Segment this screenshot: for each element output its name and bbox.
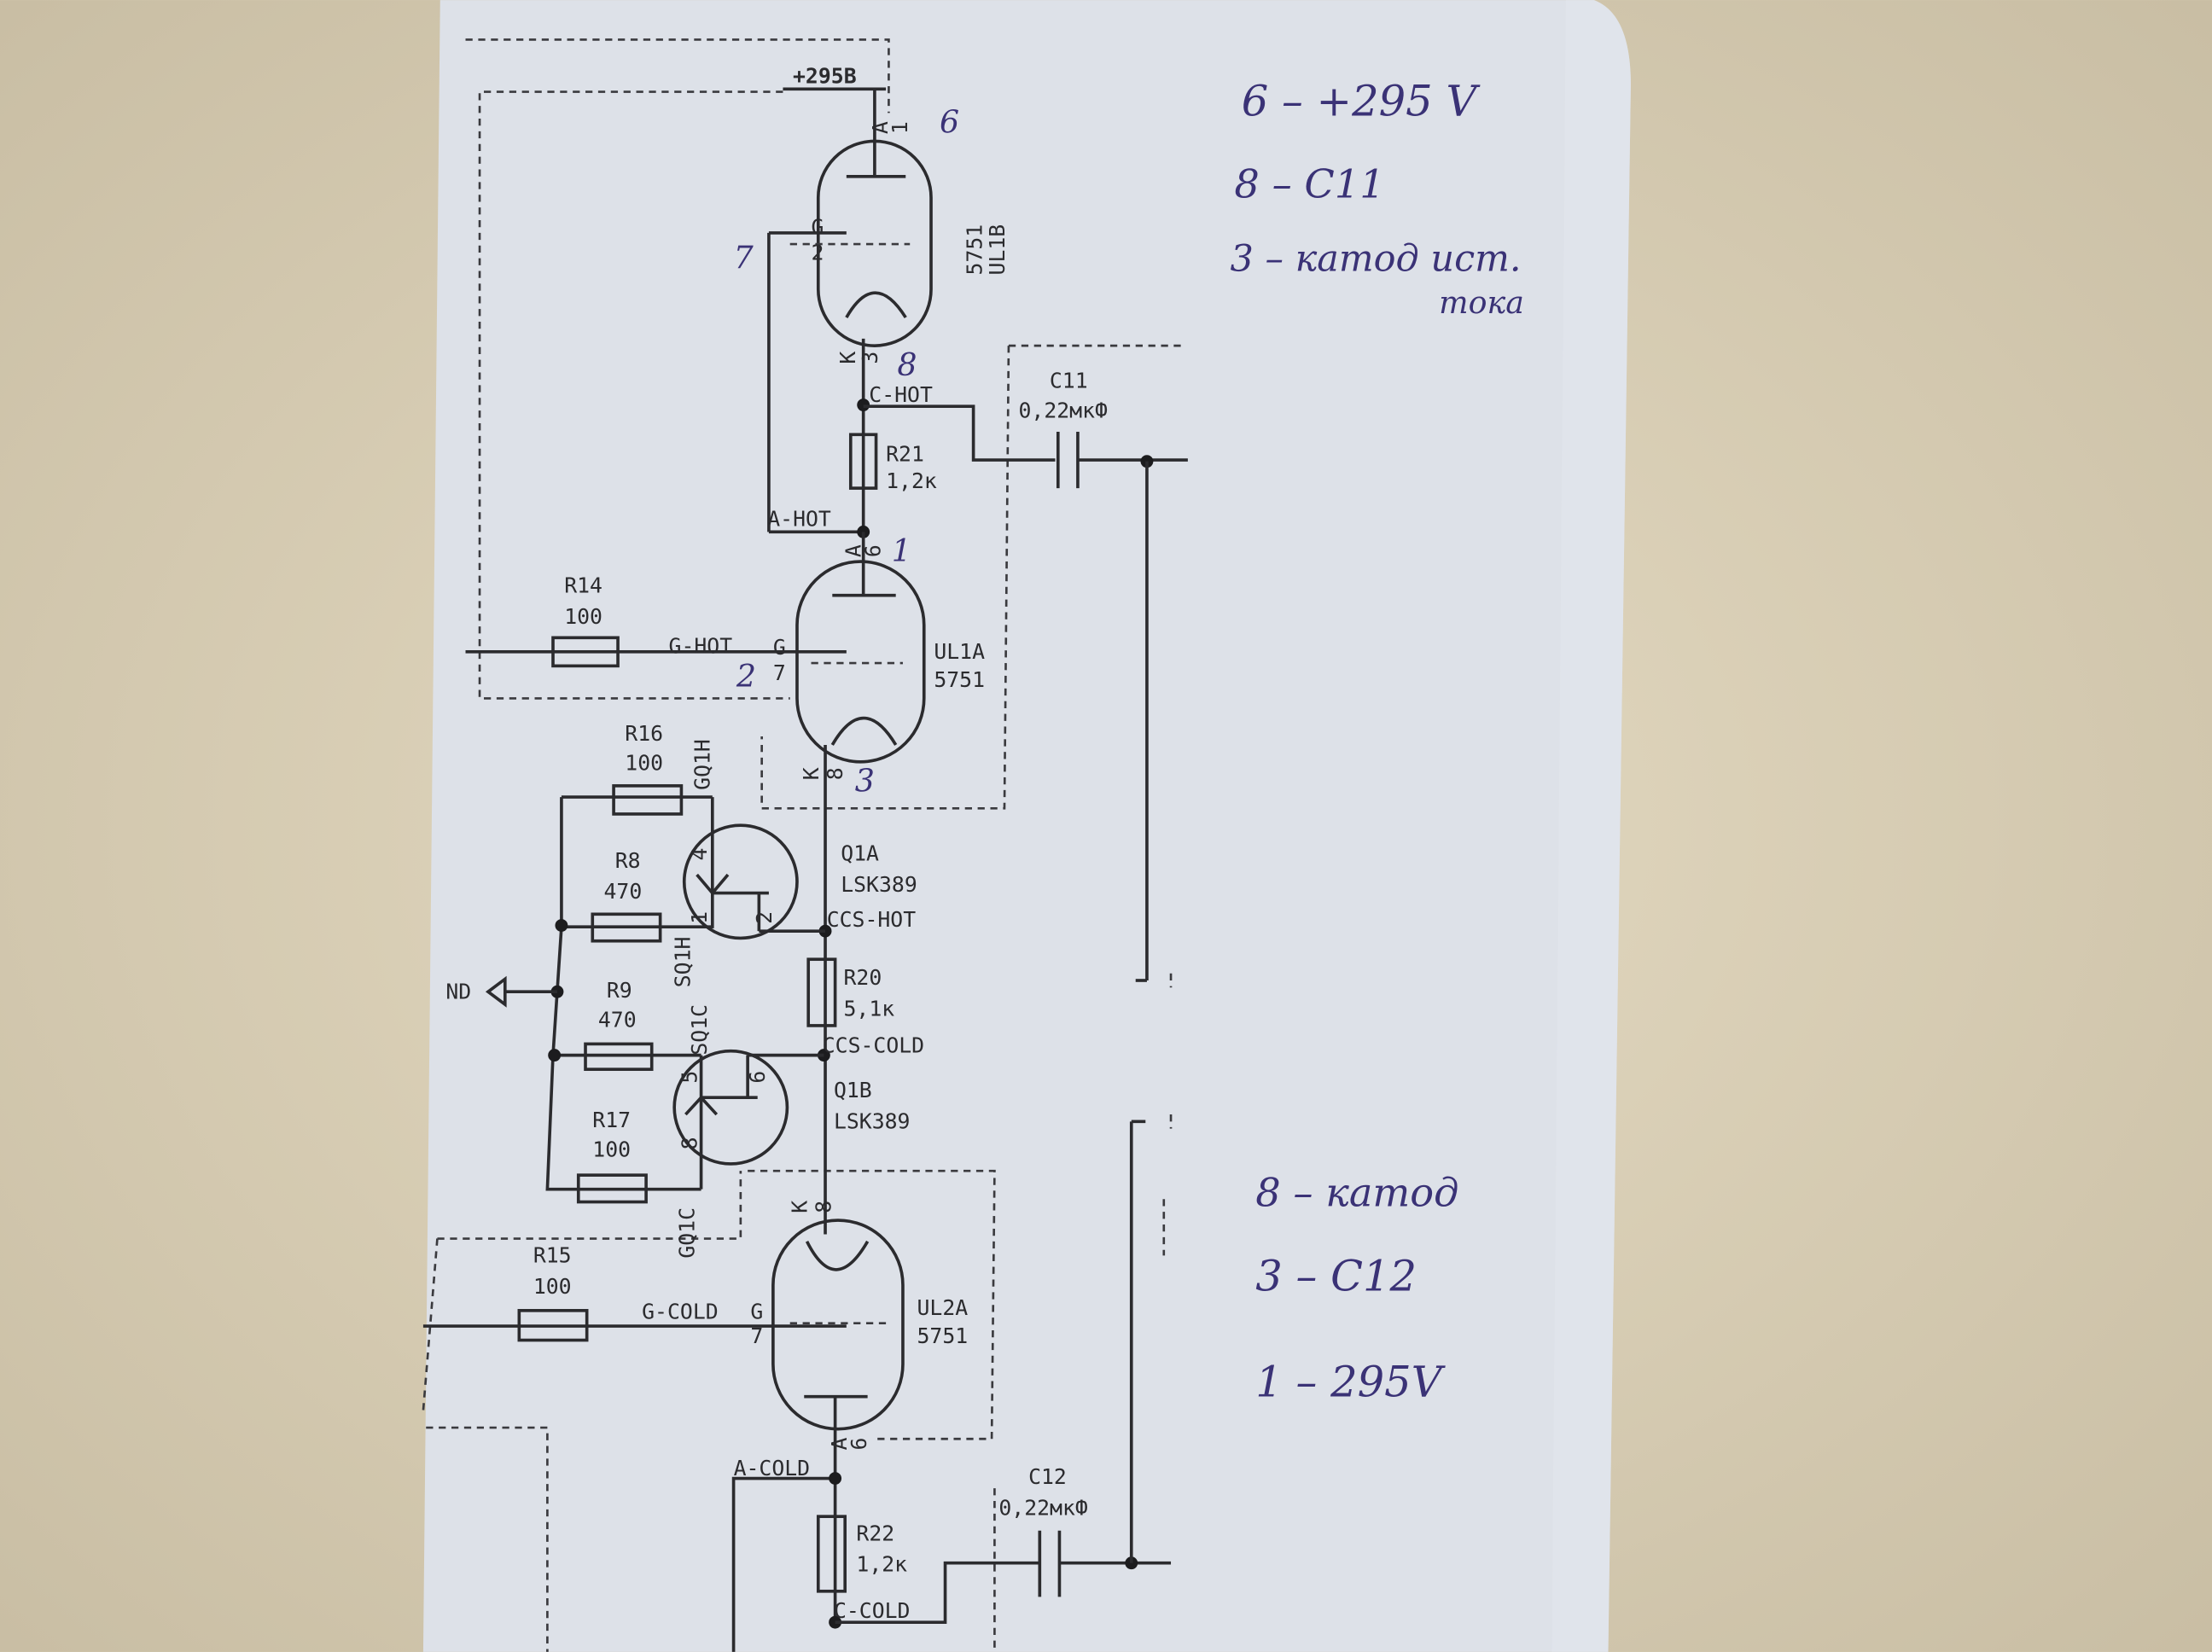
component-ref: R8: [615, 848, 641, 873]
pin-label: K: [799, 767, 824, 780]
tube-ul1a: A 6 G 7 K 8 UL1A 5751: [773, 532, 985, 780]
component-ref: R20: [844, 965, 882, 990]
tube-ref: UL2A: [917, 1295, 968, 1320]
tube-type: 5751: [934, 667, 985, 692]
net-label: GQ1C: [674, 1207, 699, 1259]
pin-label: 2: [752, 911, 777, 924]
dashed-outlines: [422, 38, 1185, 1652]
component-value: 5,1к: [844, 996, 895, 1021]
pin-label: A: [841, 544, 865, 557]
tube-ref: UL1B: [985, 224, 1010, 276]
pin-label: 7: [773, 660, 786, 685]
supply-label: +295В: [793, 64, 857, 89]
transistor-q1a: Q1A LSK389 1 2 4: [682, 797, 917, 940]
component-ref: R15: [533, 1243, 572, 1268]
net-label: A-HOT: [767, 507, 831, 532]
tube-ul1b: G 2 A 1 K 3 5751 UL1B: [789, 121, 1010, 532]
transistor-q1b: Q1B LSK389 5 6 8: [672, 1049, 911, 1190]
net-label: SQ1C: [687, 1004, 712, 1056]
pin-label: G: [773, 635, 786, 660]
handwritten-pin: 6: [940, 104, 959, 141]
capacitor-c11: [1056, 431, 1080, 489]
net-label: C-HOT: [869, 382, 933, 407]
component-value: 100: [564, 604, 602, 629]
component-value: 100: [533, 1274, 572, 1299]
note-line: 1 – 295V: [1255, 1358, 1446, 1407]
component-ref: R16: [625, 721, 663, 746]
pin-label: 1: [888, 121, 912, 134]
net-label: SQ1H: [670, 937, 695, 988]
pin-label: 6: [847, 1438, 871, 1451]
pin-label: A: [827, 1437, 852, 1450]
pin-label: 6: [745, 1071, 770, 1084]
pin-label: G: [750, 1300, 763, 1324]
net-label: GQ1H: [690, 739, 714, 790]
note-line: 8 – C11: [1234, 161, 1384, 207]
note-line: 8 – катод: [1255, 1170, 1458, 1216]
tube-type: 5751: [917, 1323, 968, 1348]
handwritten-pin: 7: [734, 239, 754, 276]
net-label: A-COLD: [734, 1456, 811, 1480]
component-value: 1,2к: [886, 468, 937, 493]
component-type: LSK389: [834, 1109, 911, 1134]
pin-label: 5: [678, 1071, 702, 1084]
pin-label: G: [812, 215, 824, 240]
note-line: 3 – катод ист.: [1230, 238, 1521, 281]
pin-label: 8: [823, 767, 847, 780]
pin-label: 8: [678, 1137, 702, 1149]
component-ref: Q1A: [841, 841, 879, 866]
component-ref: C11: [1050, 369, 1088, 393]
component-ref: R22: [856, 1521, 894, 1545]
pin-label: K: [788, 1201, 812, 1213]
note-line: 3 – C12: [1255, 1252, 1417, 1301]
handwritten-notes-bottom: 8 – катод 3 – C12 1 – 295V: [1255, 1170, 1458, 1407]
component-ref: R21: [886, 442, 924, 467]
pin-label: 7: [750, 1323, 763, 1348]
pin-label: 2: [812, 240, 824, 265]
handwritten-pin: 2: [736, 658, 756, 695]
pin-label: 4: [687, 848, 712, 861]
tube-type: 5751: [963, 224, 987, 276]
component-value: 100: [592, 1137, 631, 1162]
handwritten-notes-top: 6 – +295 V 8 – C11 3 – катод ист. тока: [1230, 77, 1523, 321]
component-ref: C12: [1028, 1464, 1067, 1489]
pin-label: 1: [687, 911, 712, 924]
handwritten-pin: 1: [892, 532, 911, 569]
component-value: 1,2к: [856, 1552, 907, 1577]
component-ref: R14: [564, 573, 602, 597]
net-label: CCS-COLD: [823, 1032, 924, 1057]
pin-label: 3: [858, 352, 882, 364]
component-value: 100: [625, 751, 663, 776]
net-label: CCS-HOT: [827, 907, 917, 932]
pin-label: 8: [812, 1201, 836, 1213]
component-ref: R17: [592, 1108, 631, 1132]
handwritten-pin: 8: [897, 346, 917, 383]
paper-sheet: [422, 0, 1631, 1652]
component-value: 0,22мкФ: [998, 1496, 1088, 1521]
component-value: 0,22мкФ: [1019, 398, 1109, 422]
pin-label: 6: [861, 544, 886, 557]
ground-symbol-icon: [485, 975, 507, 1008]
component-ref: Q1B: [834, 1078, 872, 1102]
component-value: 470: [604, 879, 643, 904]
pin-label: A: [868, 121, 893, 134]
note-line: тока: [1439, 284, 1524, 321]
net-label: G-COLD: [642, 1300, 719, 1324]
net-label: ND: [445, 980, 471, 1004]
note-line: 6 – +295 V: [1242, 77, 1481, 126]
component-type: LSK389: [841, 872, 917, 897]
component-value: 470: [598, 1008, 637, 1032]
net-label: G-HOT: [669, 634, 733, 659]
pin-label: K: [835, 352, 860, 364]
component-ref: R9: [607, 978, 632, 1003]
net-label: C-COLD: [834, 1598, 911, 1623]
handwritten-pin: 3: [855, 763, 875, 800]
handwritten-pin-numbers: 6 7 8 1 2 3: [734, 104, 959, 800]
tube-ref: UL1A: [934, 639, 985, 664]
